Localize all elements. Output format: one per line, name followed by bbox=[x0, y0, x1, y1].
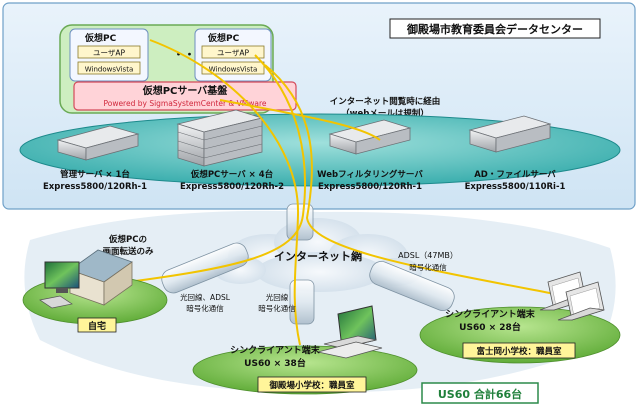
fuji-client-2: US60 × 28台 bbox=[459, 321, 521, 333]
server-2-name: 仮想PCサーバ × 4台 bbox=[190, 169, 274, 180]
ad-file-server-icon bbox=[468, 115, 552, 153]
fuji-label: 富士岡小学校：職員室 bbox=[476, 346, 562, 357]
datacenter-title-box bbox=[389, 18, 601, 39]
vm1-app: ユーザAP bbox=[93, 49, 125, 58]
internet-label: インターネット網 bbox=[274, 249, 362, 263]
home-label: 自宅 bbox=[88, 320, 106, 332]
vm2-title: 仮想PC bbox=[207, 32, 240, 44]
server-4-model: Express5800/110Ri-1 bbox=[465, 182, 566, 192]
total-box bbox=[421, 382, 539, 404]
platform-subtitle: Powered by SigmaSystemCenter & VMware bbox=[103, 99, 266, 108]
home-link-label-2: 暗号化通信 bbox=[186, 303, 224, 313]
tube-datacenter-to-internet bbox=[286, 203, 314, 241]
management-server-icon bbox=[56, 125, 140, 161]
server-4-name: AD・ファイルサーバ bbox=[474, 169, 556, 180]
via-text-2: （webメールは規制） bbox=[341, 108, 429, 119]
platform-title: 仮想PCサーバ基盤 bbox=[142, 84, 229, 97]
vm2-app: ユーザAP bbox=[217, 49, 249, 58]
home-laptop-icon bbox=[39, 295, 73, 309]
fiber-label-2: 暗号化通信 bbox=[258, 303, 296, 313]
datacenter-title: 御殿場市教育委員会データセンター bbox=[406, 22, 583, 36]
via-text-1: インターネット閲覧時に経由 bbox=[330, 96, 441, 107]
vm2-os: WindowsVista bbox=[209, 66, 258, 74]
gotemba-client-1: シンクライアント端末 bbox=[230, 344, 321, 356]
vm1-os: WindowsVista bbox=[85, 66, 134, 74]
gotemba-label-box bbox=[257, 376, 367, 393]
fiber-label-1: 光回線 bbox=[266, 292, 289, 302]
screen-only-label-2: 画面転送のみ bbox=[102, 246, 154, 257]
vm1-app-box bbox=[77, 45, 141, 59]
connection-line-1 bbox=[149, 39, 301, 346]
adsl-label-1: ADSL（47MB） bbox=[398, 251, 458, 260]
fuji-laptop-icon bbox=[539, 271, 605, 321]
connection-line-4 bbox=[219, 99, 381, 141]
vm1-os-box bbox=[77, 61, 141, 75]
tube-gotemba bbox=[289, 279, 315, 325]
gotemba-laptop-icon bbox=[317, 305, 383, 359]
server-1-name: 管理サーバ × 1台 bbox=[60, 169, 130, 180]
web-filter-server-icon bbox=[328, 119, 412, 155]
server-1-model: Express5800/120Rh-1 bbox=[43, 182, 147, 192]
vm2-app-box bbox=[201, 45, 265, 59]
vm1-title: 仮想PC bbox=[84, 32, 117, 44]
home-monitor-icon bbox=[44, 261, 80, 293]
fuji-label-box bbox=[462, 342, 576, 359]
connection-line-2 bbox=[104, 54, 306, 286]
home-label-box bbox=[77, 317, 117, 333]
gotemba-client-2: US60 × 38台 bbox=[244, 357, 306, 369]
adsl-label-2: 暗号化通信 bbox=[409, 262, 447, 272]
fuji-client-1: シンクライアント端末 bbox=[445, 308, 536, 320]
total-label: US60 合計66台 bbox=[438, 387, 522, 401]
server-2-model: Express5800/120Rh-2 bbox=[180, 182, 284, 192]
screen-only-label-1: 仮想PCの bbox=[108, 234, 147, 245]
gotemba-label: 御殿場小学校：職員室 bbox=[268, 380, 355, 391]
home-link-label-1: 光回線、ADSL bbox=[180, 292, 231, 302]
server-3-model: Express5800/120Rh-1 bbox=[318, 182, 422, 192]
vm2-os-box bbox=[201, 61, 265, 75]
tube-fuji bbox=[369, 261, 455, 311]
vm-server-rack-icon bbox=[176, 109, 264, 167]
server-3-name: Webフィルタリングサーバ bbox=[317, 169, 423, 180]
tube-home bbox=[161, 242, 249, 294]
